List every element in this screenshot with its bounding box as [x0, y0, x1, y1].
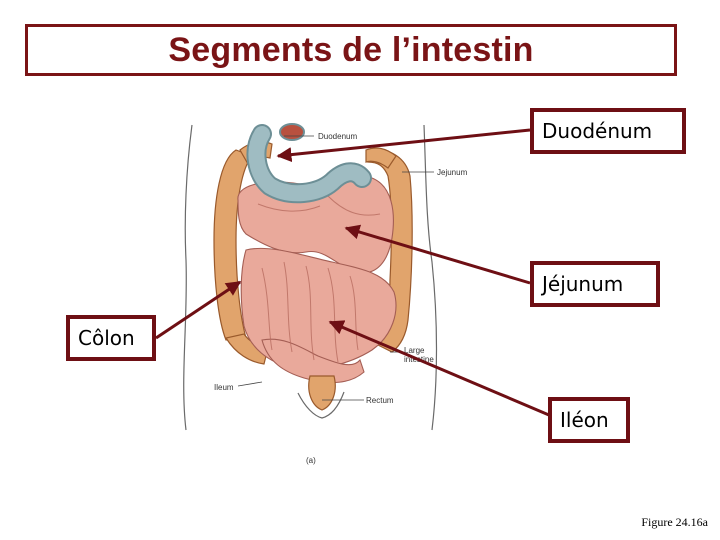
callout-arrows [155, 128, 557, 420]
callout-jejunum: Jéjunum [530, 261, 660, 307]
body-outline [183, 124, 438, 431]
callout-colon: Côlon [66, 315, 156, 361]
figure-label-jejunum: Jejunum [437, 168, 468, 177]
figure-label-duodenum: Duodenum [318, 132, 357, 141]
figure-label-ileum: Ileum [214, 383, 234, 392]
callout-ileum: Iléon [548, 397, 630, 443]
figure-caption: Figure 24.16a [641, 515, 708, 529]
figure-label-panel: (a) [306, 456, 316, 465]
small-intestine-shape [237, 175, 397, 384]
figure-leader-lines [237, 135, 434, 401]
arrow-ileum [328, 320, 557, 420]
figure-label-large-1: Large [404, 346, 425, 355]
arrow-jejunum [344, 224, 531, 285]
figure-label-rectum: Rectum [366, 396, 394, 405]
callout-jejunum-label: Jéjunum [542, 272, 624, 296]
duodenum-shape [246, 123, 372, 204]
title-box: Segments de l’intestin [25, 24, 677, 76]
intestine-fold-lines [257, 195, 381, 363]
rectum-shape [308, 375, 336, 411]
callout-ileum-label: Iléon [560, 408, 609, 432]
callout-duodenum: Duodénum [530, 108, 686, 154]
callout-duodenum-label: Duodénum [542, 119, 653, 143]
page-title: Segments de l’intestin [168, 30, 534, 69]
arrow-duodenum [276, 128, 531, 163]
callout-colon-label: Côlon [78, 326, 135, 350]
arrow-colon [155, 280, 242, 340]
